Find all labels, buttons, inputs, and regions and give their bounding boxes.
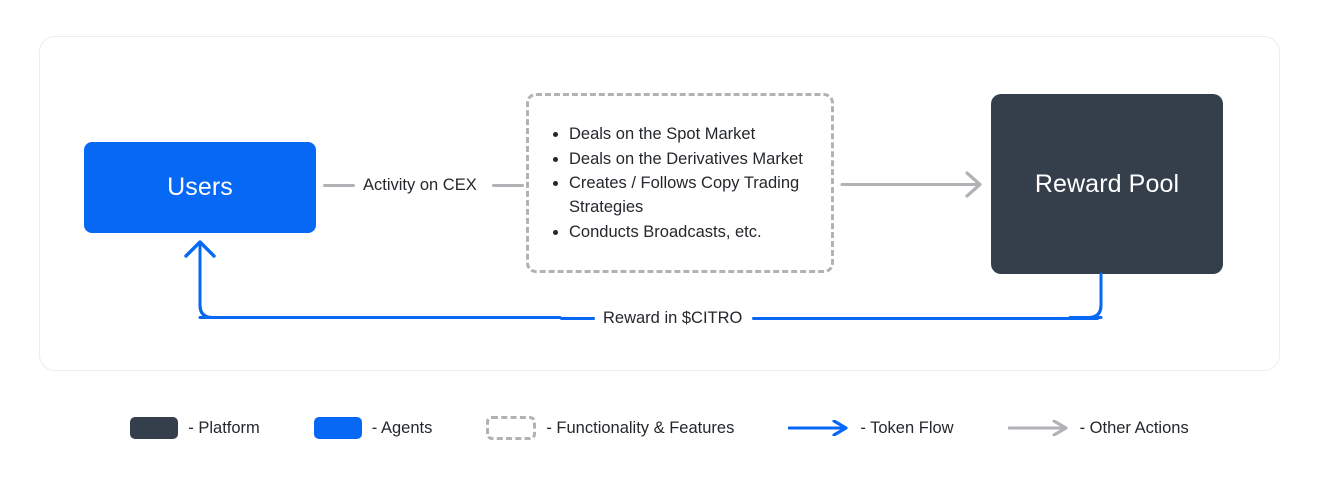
gray-arrow-icon xyxy=(1007,419,1070,437)
list-item: Deals on the Derivatives Market xyxy=(553,147,817,171)
legend-item-other-actions: - Other Actions xyxy=(1007,418,1189,438)
node-reward-pool-label: Reward Pool xyxy=(1034,169,1180,198)
features-list: Deals on the Spot Market Deals on the De… xyxy=(529,96,831,244)
legend-item-functionality: - Functionality & Features xyxy=(486,416,734,440)
list-item: Conducts Broadcasts, etc. xyxy=(553,220,817,244)
dashed-box-icon xyxy=(486,416,537,440)
legend-label: - Functionality & Features xyxy=(546,418,735,437)
list-item: Deals on the Spot Market xyxy=(553,122,817,146)
connector-activity-left xyxy=(323,184,355,187)
legend: - Platform - Agents - Functionality & Fe… xyxy=(0,398,1319,458)
legend-item-token-flow: - Token Flow xyxy=(787,418,954,438)
agents-swatch-icon xyxy=(313,417,362,439)
legend-label: - Platform xyxy=(188,418,260,437)
connector-reward-right xyxy=(752,317,1099,320)
legend-item-platform: - Platform xyxy=(130,417,260,439)
legend-label: - Other Actions xyxy=(1079,418,1189,437)
node-reward-pool[interactable]: Reward Pool xyxy=(991,94,1223,274)
gray-arrow-glyph xyxy=(1007,419,1068,437)
features-box: Deals on the Spot Market Deals on the De… xyxy=(526,93,834,273)
connector-reward-left xyxy=(560,317,595,320)
blue-arrow-icon xyxy=(787,419,850,437)
node-users-label: Users xyxy=(167,173,233,201)
node-users[interactable]: Users xyxy=(84,142,316,233)
legend-label: - Token Flow xyxy=(860,418,954,437)
edge-label-activity: Activity on CEX xyxy=(363,176,477,194)
edge-label-reward: Reward in $CITRO xyxy=(603,309,743,327)
legend-label: - Agents xyxy=(371,418,433,437)
blue-arrow-glyph xyxy=(787,419,848,437)
legend-item-agents: - Agents xyxy=(313,417,433,439)
connector-activity-right xyxy=(492,184,524,187)
platform-swatch-icon xyxy=(130,417,179,439)
list-item: Creates / Follows Copy Trading Strategie… xyxy=(553,171,817,219)
